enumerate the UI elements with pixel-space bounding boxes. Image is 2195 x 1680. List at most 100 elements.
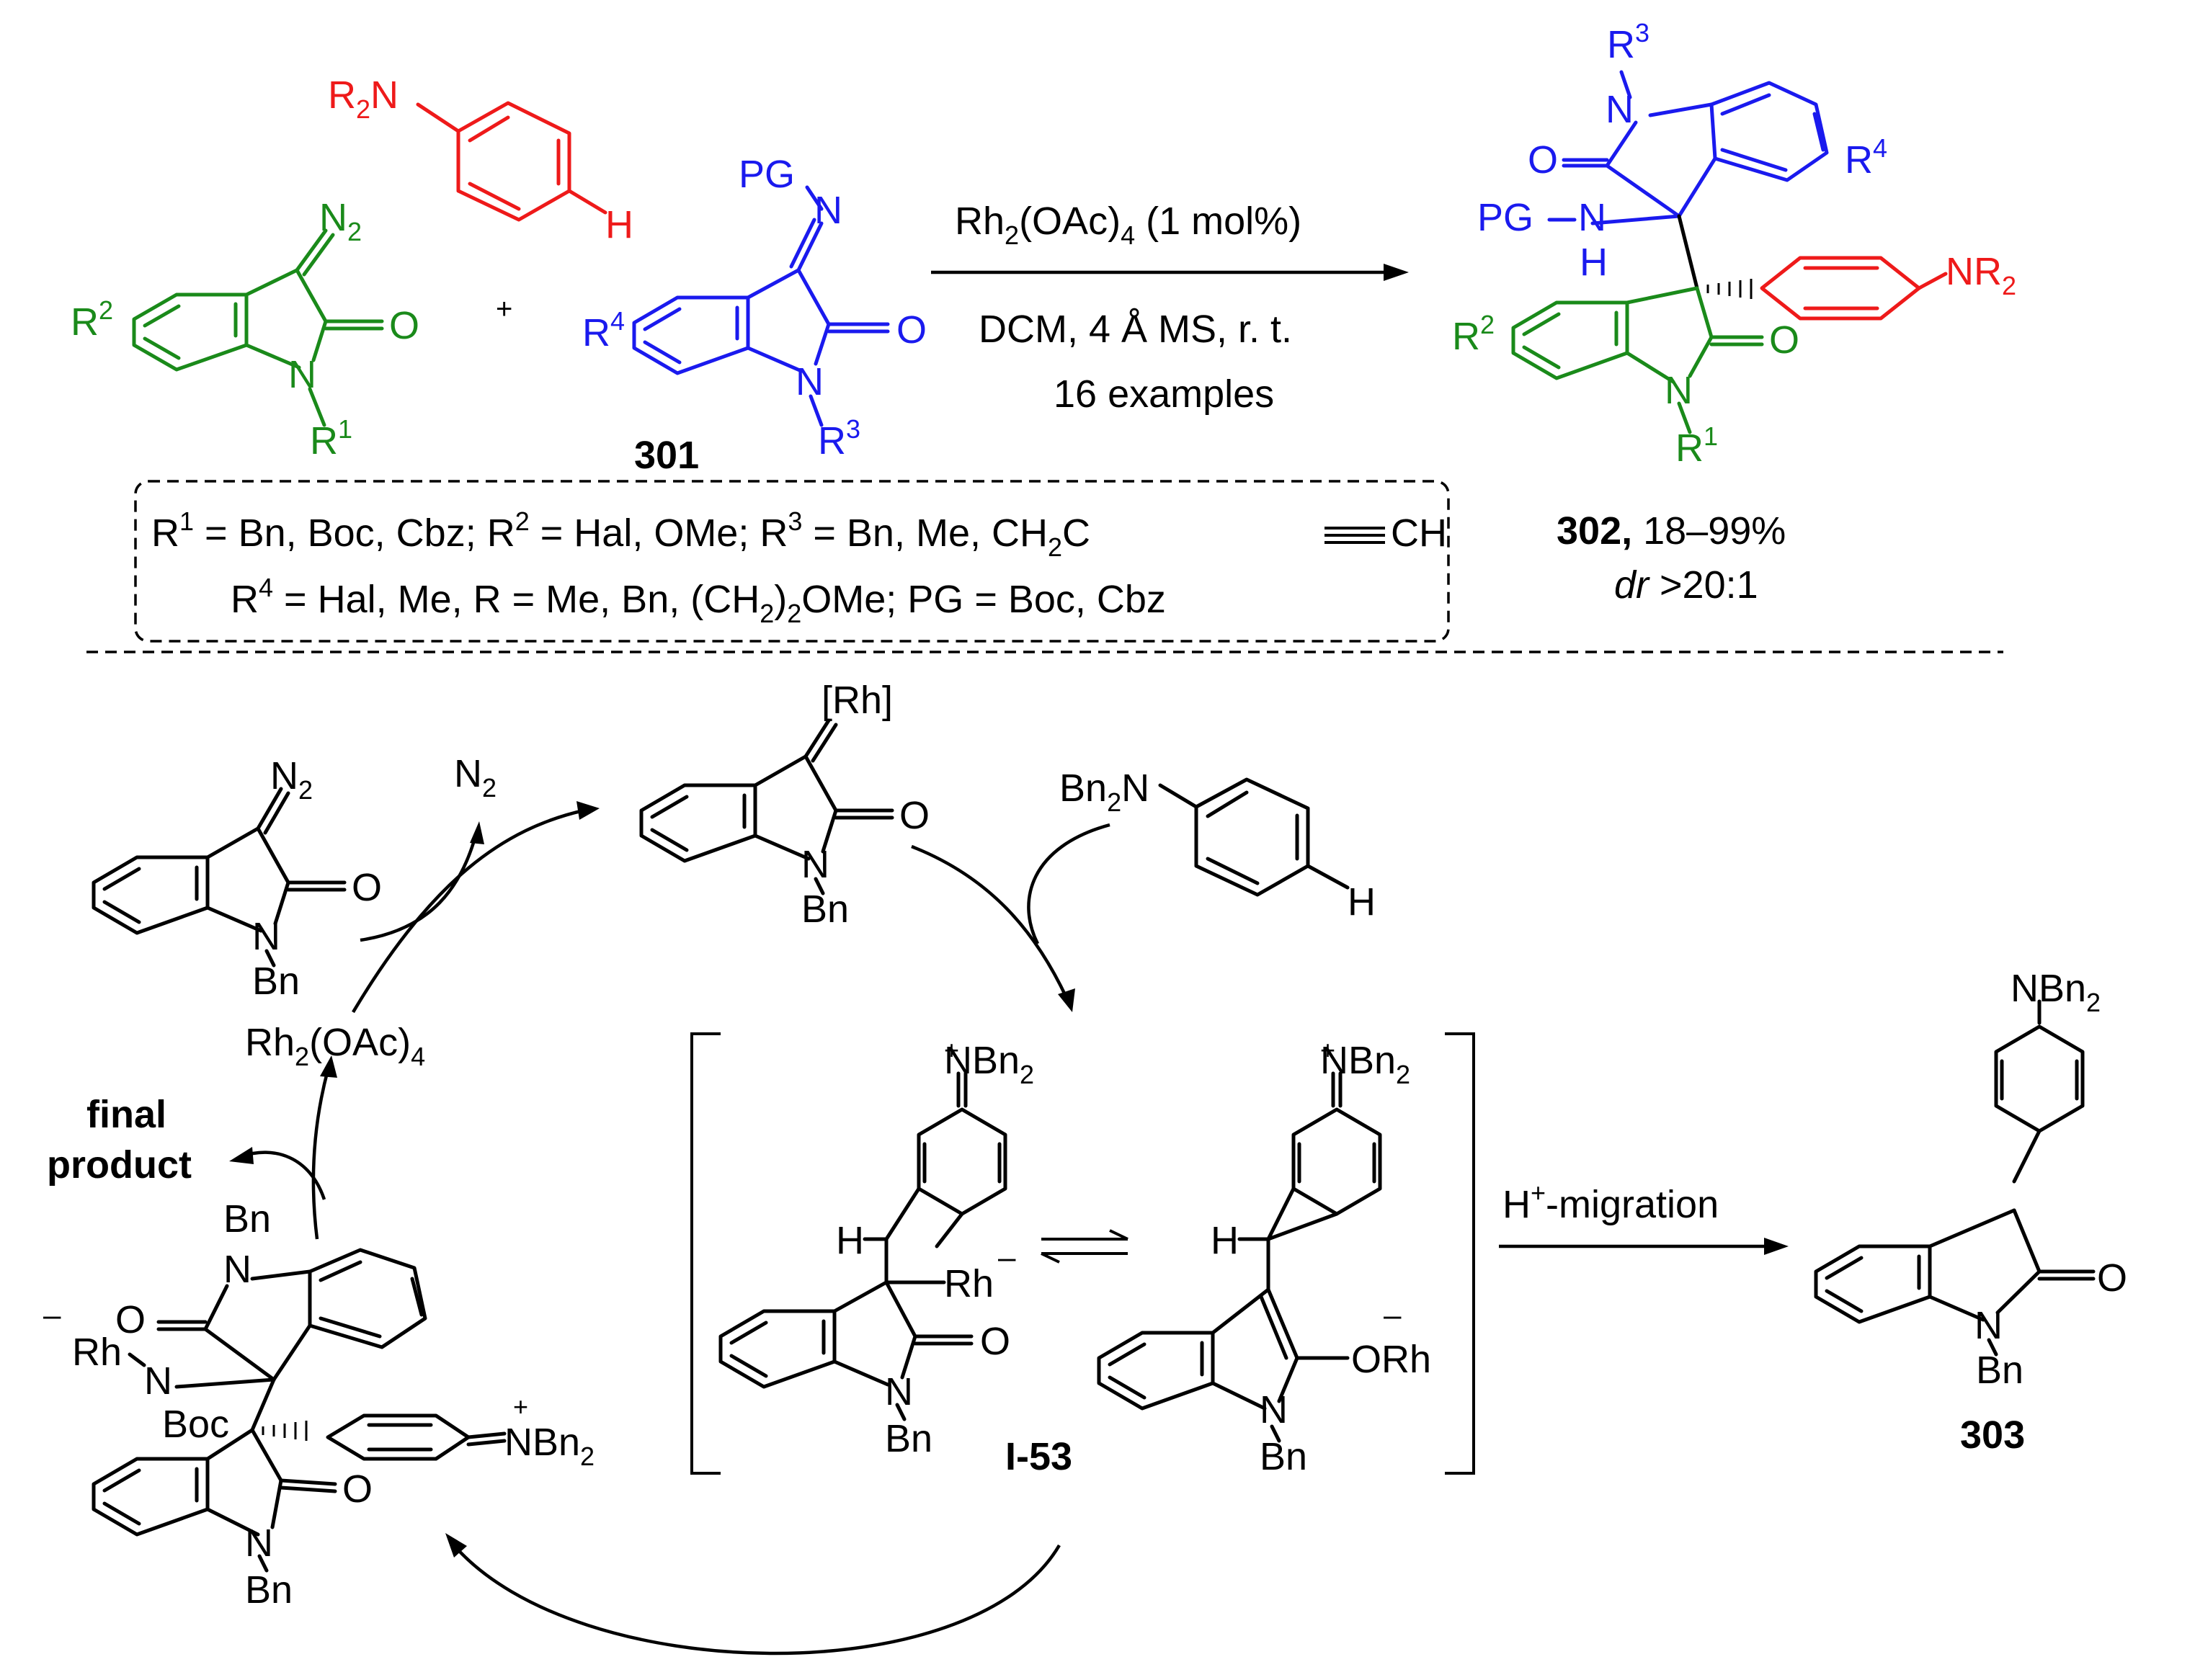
cycle-diazo-n2: N2 — [270, 754, 313, 805]
enolate-plus: + — [1320, 1035, 1335, 1065]
aniline-reactant: R2N H — [328, 73, 633, 246]
r2-label: R2 — [71, 295, 113, 344]
carbonyl-o-label: O — [389, 304, 419, 347]
plus-sign: + — [496, 293, 512, 325]
catalytic-cycle-arrows — [229, 801, 1110, 1656]
i53-minus: – — [998, 1240, 1016, 1275]
cycle-diazo-o: O — [352, 866, 382, 909]
product-r1-label: R1 — [1675, 421, 1718, 470]
rh-carbene-n: N — [801, 843, 829, 886]
product-r3-label: R3 — [1607, 18, 1649, 66]
product-nr2-label: NR2 — [1946, 250, 2016, 300]
ring-n-label: N — [288, 353, 316, 396]
final-product-label-1: final — [86, 1093, 166, 1136]
enolate-bn: Bn — [1260, 1435, 1307, 1478]
rh-adduct-intermediate — [92, 1248, 507, 1573]
h-migration-arrow-head — [1764, 1238, 1789, 1255]
adduct-bottom-bn: Bn — [245, 1568, 293, 1612]
product-n-label: N — [1606, 88, 1634, 131]
equilibrium-arrows — [1041, 1229, 1128, 1264]
r1-label: R1 — [310, 414, 352, 463]
enolate-orh: ORh — [1351, 1338, 1431, 1381]
compound-303-label: 303 — [1960, 1413, 2025, 1457]
amine-r2n-label: R2N — [328, 73, 399, 124]
compound-301-label: 301 — [634, 434, 699, 477]
cycle-diazo-n: N — [252, 915, 280, 958]
ketimine-301: PG N R4 O N R3 — [582, 153, 927, 463]
legend-line-1-tail: CH — [1391, 511, 1447, 555]
cycle-diazo-oxindole — [92, 787, 347, 968]
product-nh-n-label: N — [1578, 196, 1606, 239]
legend-line-1: R1 = Bn, Boc, Cbz; R2 = Hal, OMe; R3 = B… — [151, 506, 1090, 562]
aniline-bn2n-label: Bn2N — [1059, 767, 1149, 817]
rh-carbene-label: [Rh] — [822, 679, 893, 722]
enolate-minus: – — [1384, 1297, 1402, 1333]
intermediate-i53-rh — [718, 1071, 1007, 1421]
adduct-bottom-o: O — [342, 1467, 373, 1511]
adduct-nh-n: N — [144, 1359, 172, 1403]
adduct-top-o: O — [115, 1298, 146, 1341]
adduct-bottom-n: N — [245, 1522, 273, 1565]
dibenzylaniline — [1158, 777, 1350, 897]
i53-rh: Rh — [944, 1262, 994, 1305]
pg-label: PG — [739, 153, 795, 196]
released-n2: N2 — [454, 752, 497, 803]
intermediate-i53-label: I-53 — [1005, 1435, 1072, 1478]
rh-carbene-o: O — [899, 794, 930, 837]
product-pg-label: PG — [1477, 196, 1533, 239]
product-r4-label: R4 — [1845, 133, 1887, 182]
enolate-n: N — [1260, 1388, 1288, 1431]
i53-o: O — [980, 1320, 1010, 1363]
aniline-h-label: H — [1348, 880, 1376, 924]
legend-line-2: R4 = Hal, Me, R = Me, Bn, (CH2)2OMe; PG … — [231, 573, 1166, 628]
enolate-h: H — [1211, 1219, 1239, 1262]
adduct-rh: Rh — [72, 1331, 122, 1374]
solvent-condition: DCM, 4 Å MS, r. t. — [979, 308, 1292, 351]
product-303-bn: Bn — [1976, 1349, 2023, 1392]
product-nh-h-label: H — [1580, 241, 1608, 284]
reaction-arrow-head — [1384, 264, 1409, 281]
r3-label: R3 — [818, 414, 860, 463]
i53-bn: Bn — [885, 1417, 932, 1460]
catalyst-condition: Rh2(OAc)4 (1 mol%) — [955, 200, 1301, 250]
adduct-top-bn: Bn — [223, 1197, 271, 1241]
examples-condition: 16 examples — [1054, 372, 1274, 416]
cycle-diazo-bn: Bn — [252, 960, 300, 1003]
i53-h: H — [836, 1219, 864, 1262]
rh2oac4-catalyst: Rh2(OAc)4 — [245, 1021, 425, 1071]
diazo-oxindole-reactant: N2 R2 O N R1 — [71, 196, 419, 463]
aniline-h-label: H — [605, 203, 633, 246]
adduct-plus: + — [513, 1392, 528, 1421]
final-product-label-2: product — [47, 1143, 192, 1187]
hashed-wedge — [262, 1421, 308, 1441]
imine-n-label: N — [814, 189, 842, 232]
enolate-nbn2: NBn2 — [1320, 1039, 1410, 1089]
triple-bond — [1324, 527, 1385, 544]
diazo-n2-label: N2 — [319, 196, 362, 246]
product-302-yield: 302, 18–99% — [1557, 509, 1786, 553]
product-green-n-label: N — [1665, 369, 1693, 412]
product-303-nbn2: NBn2 — [2011, 967, 2101, 1017]
adduct-boc: Boc — [162, 1403, 229, 1446]
product-303-o: O — [2097, 1256, 2127, 1300]
product-302: R3 N O R4 PG N H — [1452, 18, 2016, 470]
product-green-o-label: O — [1769, 318, 1799, 362]
carbonyl-o-label: O — [896, 308, 927, 352]
ring-n-label: N — [796, 360, 824, 403]
h-migration-label: H+-migration — [1502, 1178, 1719, 1226]
substituent-legend-box — [134, 480, 1450, 643]
adduct-top-n: N — [223, 1248, 251, 1291]
i53-plus: + — [944, 1035, 959, 1065]
product-r2-label: R2 — [1452, 310, 1495, 358]
adduct-nbn2: NBn2 — [504, 1421, 595, 1471]
r4-label: R4 — [582, 306, 625, 354]
diastereomeric-ratio: dr >20:1 — [1614, 563, 1758, 607]
product-303-n: N — [1974, 1304, 2003, 1347]
intermediate-enolate — [1097, 1071, 1382, 1443]
adduct-minus: – — [43, 1297, 61, 1333]
i53-n: N — [885, 1370, 913, 1413]
i53-nbn2: NBn2 — [944, 1039, 1034, 1089]
rh-carbene-bn: Bn — [801, 888, 849, 931]
rh-carbene-intermediate — [639, 718, 894, 895]
